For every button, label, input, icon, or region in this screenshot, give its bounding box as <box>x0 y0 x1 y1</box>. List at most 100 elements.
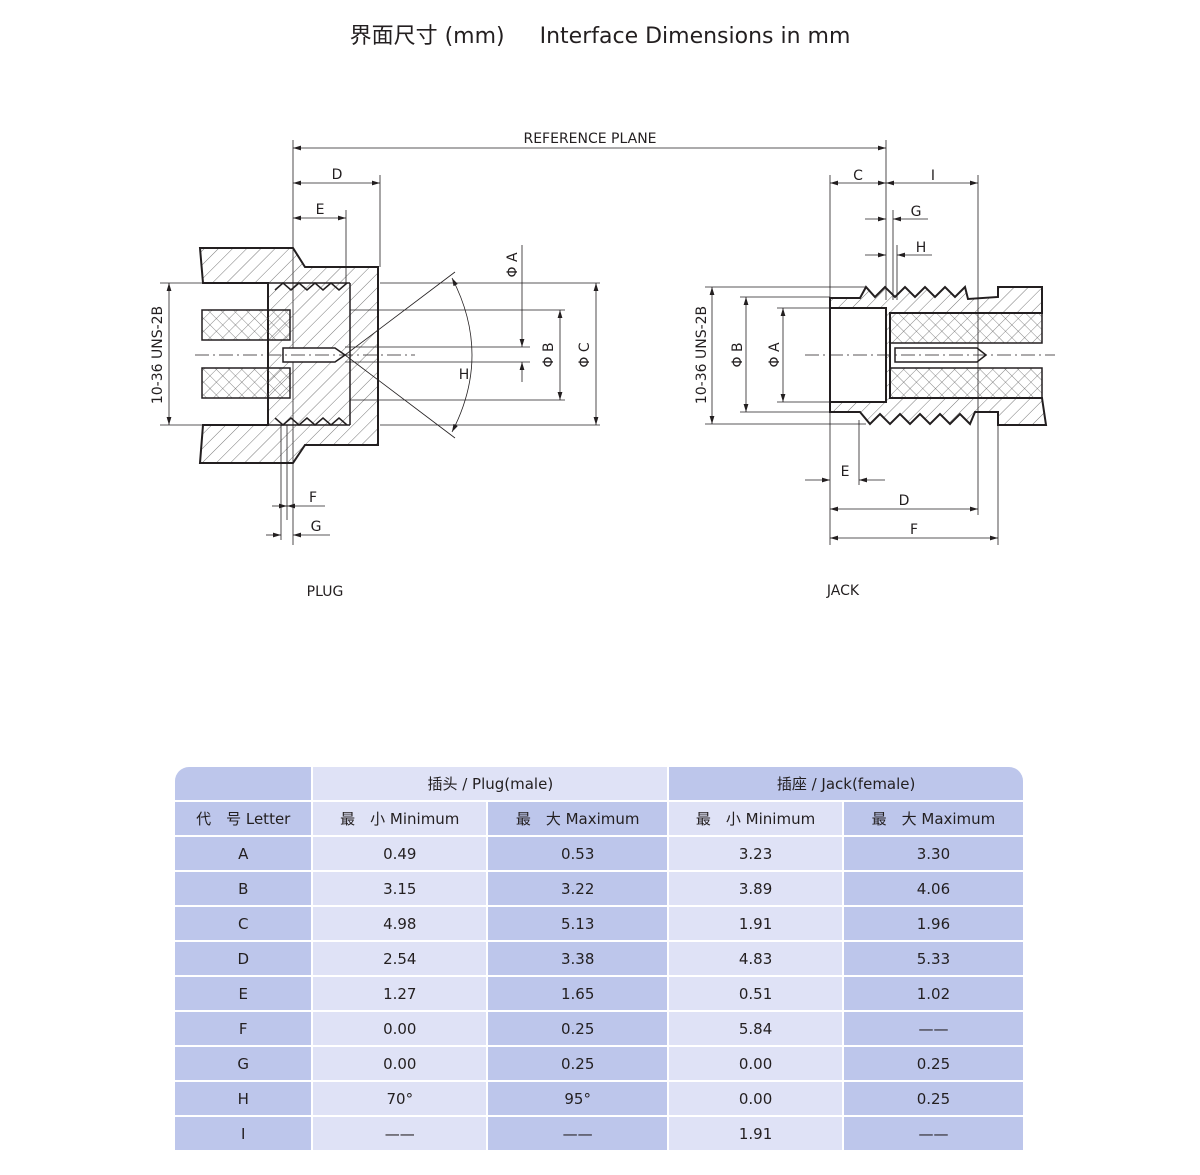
cell-plug-min: 70° <box>313 1082 487 1115</box>
cell-jack-max: 4.06 <box>843 872 1023 905</box>
plug-dim-d: D <box>332 167 343 183</box>
cell-jack-max: 1.96 <box>843 907 1023 940</box>
cell-jack-max: —— <box>843 1012 1023 1045</box>
page-title: 界面尺寸 (mm) Interface Dimensions in mm <box>0 18 1200 50</box>
plug-drawing: 10-36 UNS-2B D E H F G Φ A Φ B Φ C PLUG <box>150 167 600 600</box>
plug-dim-h: H <box>459 367 470 383</box>
plug-dim-b: Φ B <box>541 342 557 367</box>
plug-dim-f: F <box>309 490 317 506</box>
header-jack-max: 最 大 Maximum <box>843 802 1023 835</box>
cell-plug-max: 95° <box>488 1082 668 1115</box>
cell-jack-min: 5.84 <box>669 1012 842 1045</box>
jack-dielectric-bottom <box>889 367 1043 399</box>
cell-letter: F <box>175 1012 312 1045</box>
header-letter: 代 号 Letter <box>175 802 312 835</box>
table-corner-cell <box>175 767 312 800</box>
plug-thread-label: 10-36 UNS-2B <box>150 306 166 404</box>
cell-plug-min: 2.54 <box>313 942 487 975</box>
cell-plug-min: 3.15 <box>313 872 487 905</box>
cell-letter: B <box>175 872 312 905</box>
jack-dim-g: G <box>911 204 922 220</box>
plug-pin <box>282 347 347 363</box>
header-plug-max: 最 大 Maximum <box>488 802 668 835</box>
table-header-row: 代 号 Letter 最 小 Minimum 最 大 Maximum 最 小 M… <box>175 802 1023 835</box>
jack-dim-c: C <box>853 168 863 184</box>
jack-dim-d: D <box>899 493 910 509</box>
jack-caption: JACK <box>826 583 860 599</box>
plug-dimension-lines <box>160 175 600 540</box>
cell-plug-min: 4.98 <box>313 907 487 940</box>
cell-plug-min: 0.00 <box>313 1012 487 1045</box>
jack-group-header: 插座 / Jack(female) <box>669 767 1023 800</box>
cell-jack-max: 3.30 <box>843 837 1023 870</box>
jack-dielectric-top <box>889 312 1043 344</box>
title-en: Interface Dimensions in mm <box>539 24 851 49</box>
jack-dim-e: E <box>841 464 850 480</box>
cell-plug-max: 1.65 <box>488 977 668 1010</box>
cell-plug-min: 1.27 <box>313 977 487 1010</box>
cell-letter: C <box>175 907 312 940</box>
cell-jack-min: 1.91 <box>669 1117 842 1150</box>
cell-jack-max: 1.02 <box>843 977 1023 1010</box>
plug-caption: PLUG <box>307 584 344 600</box>
cell-plug-min: 0.00 <box>313 1047 487 1080</box>
cell-plug-max: 0.53 <box>488 837 668 870</box>
plug-dielectric-top <box>201 309 291 341</box>
plug-dim-a: Φ A <box>505 252 521 277</box>
table-group-header-row: 插头 / Plug(male) 插座 / Jack(female) <box>175 767 1023 800</box>
plug-group-header: 插头 / Plug(male) <box>313 767 668 800</box>
cell-jack-min: 3.89 <box>669 872 842 905</box>
jack-dim-i: I <box>931 168 935 184</box>
jack-dimension-lines <box>705 175 999 545</box>
cell-plug-min: 0.49 <box>313 837 487 870</box>
cell-jack-min: 4.83 <box>669 942 842 975</box>
header-plug-min: 最 小 Minimum <box>313 802 487 835</box>
cell-plug-max: 5.13 <box>488 907 668 940</box>
cell-plug-max: 3.22 <box>488 872 668 905</box>
header-jack-min: 最 小 Minimum <box>669 802 842 835</box>
plug-dim-e: E <box>316 202 325 218</box>
cell-letter: D <box>175 942 312 975</box>
cell-plug-max: 0.25 <box>488 1012 668 1045</box>
interface-drawing: REFERENCE PLANE <box>150 131 1055 600</box>
cell-jack-max: —— <box>843 1117 1023 1150</box>
title-zh: 界面尺寸 (mm) <box>349 24 505 49</box>
jack-dim-b: Φ B <box>730 342 746 367</box>
cell-letter: G <box>175 1047 312 1080</box>
cell-jack-min: 1.91 <box>669 907 842 940</box>
cell-plug-max: —— <box>488 1117 668 1150</box>
cell-jack-min: 0.51 <box>669 977 842 1010</box>
plug-dim-c: Φ C <box>577 342 593 367</box>
cell-letter: I <box>175 1117 312 1150</box>
jack-dim-h: H <box>916 240 927 256</box>
cell-jack-min: 3.23 <box>669 837 842 870</box>
cell-letter: A <box>175 837 312 870</box>
cell-plug-max: 3.38 <box>488 942 668 975</box>
jack-drawing: 10-36 UNS-2B Φ B Φ A C I G H E D F JACK <box>694 168 1055 599</box>
table-row: I————1.91—— <box>175 1117 1023 1150</box>
plug-dim-g: G <box>311 519 322 535</box>
cell-jack-min: 0.00 <box>669 1047 842 1080</box>
reference-plane-label: REFERENCE PLANE <box>523 131 656 147</box>
cell-jack-min: 0.00 <box>669 1082 842 1115</box>
cell-letter: E <box>175 977 312 1010</box>
cell-jack-max: 0.25 <box>843 1082 1023 1115</box>
jack-dim-a: Φ A <box>767 342 783 367</box>
plug-thread <box>274 282 348 426</box>
cell-plug-max: 0.25 <box>488 1047 668 1080</box>
cell-jack-max: 0.25 <box>843 1047 1023 1080</box>
plug-dielectric-bottom <box>201 367 291 399</box>
jack-dim-f: F <box>910 522 918 538</box>
cell-plug-min: —— <box>313 1117 487 1150</box>
jack-thread-label: 10-36 UNS-2B <box>694 306 710 404</box>
